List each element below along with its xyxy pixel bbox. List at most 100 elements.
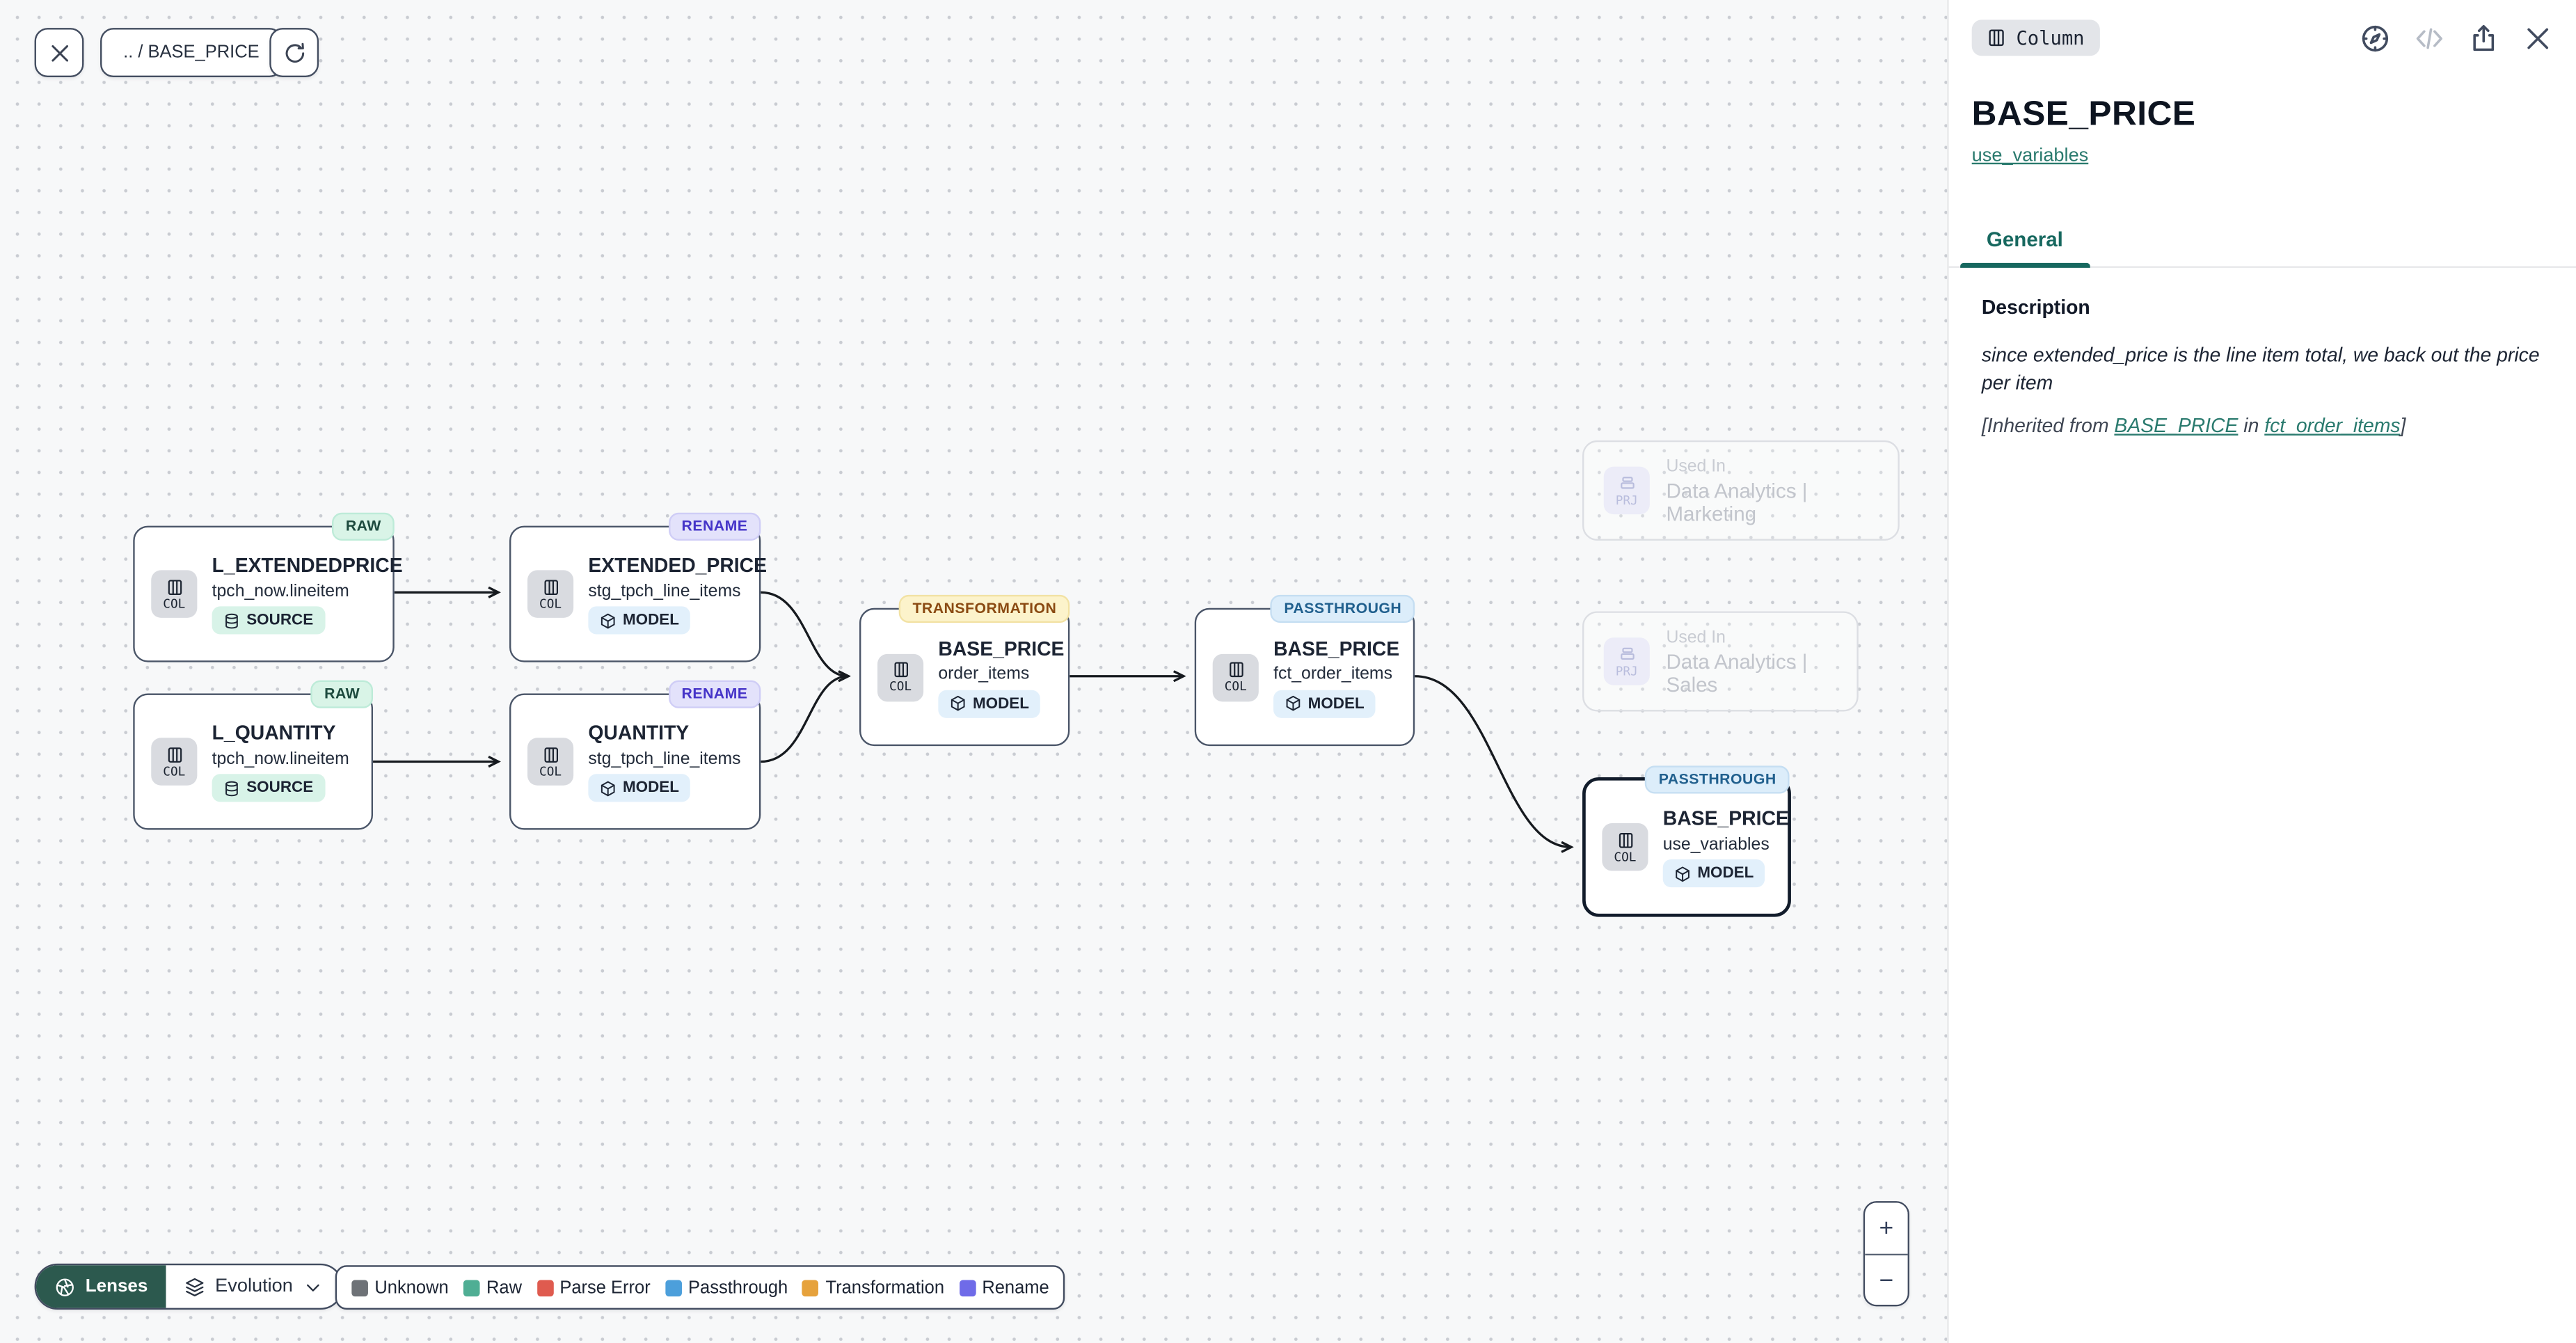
breadcrumb[interactable]: .. / BASE_PRICE — [100, 28, 283, 77]
column-type-box: COL — [527, 570, 574, 618]
close-icon — [51, 44, 67, 61]
column-type-box: COL — [1212, 653, 1259, 701]
lineage-node-base-price-use-variables[interactable]: PASSTHROUGH COL BASE_PRICE use_variables… — [1582, 765, 1791, 917]
column-type-box: COL — [527, 738, 574, 786]
type-label: PRJ — [1615, 662, 1638, 678]
legend-swatch — [802, 1279, 820, 1296]
model-chip: MODEL — [1273, 689, 1376, 717]
chip-label: MODEL — [622, 779, 679, 797]
lineage-node-extended-price[interactable]: RENAME COL EXTENDED_PRICE stg_tpch_line_… — [509, 511, 767, 662]
columns-icon — [167, 579, 182, 594]
lens-badge: RAW — [332, 511, 395, 540]
inherited-prefix: [Inherited from — [1981, 414, 2115, 438]
column-type-box: COL — [151, 570, 198, 618]
entity-type-label: Column — [2016, 26, 2085, 49]
lens-badge: RENAME — [668, 511, 761, 540]
legend-item-transformation: Transformation — [802, 1278, 944, 1297]
node-title: BASE_PRICE — [1273, 637, 1400, 660]
share-button[interactable] — [2466, 22, 2499, 54]
zoom-out-button[interactable]: − — [1865, 1253, 1908, 1305]
lineage-node-l-extendedprice[interactable]: RAW COL L_EXTENDEDPRICE tpch_now.lineite… — [133, 511, 403, 662]
columns-icon — [1229, 662, 1243, 678]
columns-icon — [543, 747, 557, 762]
database-icon — [225, 780, 238, 796]
compass-icon — [2361, 24, 2387, 51]
lens-badge: PASSTHROUGH — [1271, 594, 1415, 622]
view-code-button[interactable] — [2412, 22, 2445, 54]
model-link[interactable]: use_variables — [1971, 146, 2089, 166]
panel-title: BASE_PRICE — [1971, 95, 2196, 134]
column-type-box: COL — [151, 738, 198, 786]
legend-swatch — [351, 1279, 368, 1296]
lens-dropdown[interactable]: Evolution — [166, 1265, 342, 1308]
node-subtitle: stg_tpch_line_items — [588, 748, 741, 768]
columns-icon — [1989, 29, 2004, 47]
aperture-icon — [56, 1278, 74, 1296]
lenses-control: Lenses Evolution — [34, 1263, 344, 1310]
used-in-label: Used In — [1666, 626, 1726, 647]
zoom-in-button[interactable]: + — [1865, 1202, 1908, 1254]
node-title: L_QUANTITY — [212, 721, 336, 745]
explore-button[interactable] — [2358, 22, 2391, 54]
inherited-column-link[interactable]: BASE_PRICE — [2114, 414, 2239, 438]
columns-icon — [543, 579, 557, 594]
node-title: L_EXTENDEDPRICE — [212, 553, 403, 577]
chip-label: SOURCE — [246, 779, 314, 797]
column-type-box: COL — [1602, 823, 1648, 871]
legend-item-passthrough: Passthrough — [665, 1278, 788, 1297]
model-chip: MODEL — [588, 774, 691, 802]
type-label: COL — [1224, 678, 1247, 694]
type-label: COL — [539, 596, 562, 611]
columns-icon — [167, 747, 182, 762]
lineage-node-base-price-fct-order-items[interactable]: PASSTHROUGH COL BASE_PRICE fct_order_ite… — [1194, 594, 1415, 747]
type-label: PRJ — [1615, 492, 1638, 507]
legend-swatch — [463, 1279, 480, 1296]
columns-icon — [1618, 832, 1632, 848]
used-in-node-sales[interactable]: PRJ Used In Data Analytics | Sales — [1582, 611, 1859, 712]
description-inherited: [Inherited from BASE_PRICE in fct_order_… — [1982, 414, 2544, 437]
node-subtitle: tpch_now.lineitem — [212, 580, 349, 601]
legend-swatch — [665, 1279, 682, 1296]
refresh-button[interactable] — [269, 28, 319, 77]
tab-general[interactable]: General — [1960, 215, 2090, 268]
columns-icon — [893, 662, 907, 678]
legend-item-parse-error: Parse Error — [536, 1278, 651, 1297]
source-chip: SOURCE — [212, 774, 325, 802]
close-lineage-button[interactable] — [34, 28, 84, 77]
type-label: COL — [889, 678, 912, 694]
lens-badge: RENAME — [668, 679, 761, 708]
close-icon — [2527, 27, 2547, 49]
lineage-node-base-price-order-items[interactable]: TRANSFORMATION COL BASE_PRICE order_item… — [859, 594, 1070, 747]
chip-label: MODEL — [622, 611, 679, 630]
model-chip: MODEL — [938, 689, 1041, 717]
node-subtitle: order_items — [938, 664, 1030, 684]
node-title: QUANTITY — [588, 721, 690, 745]
close-panel-button[interactable] — [2520, 22, 2553, 54]
node-subtitle: fct_order_items — [1273, 664, 1392, 684]
lenses-button[interactable]: Lenses — [35, 1265, 166, 1308]
lens-badge: PASSTHROUGH — [1645, 765, 1790, 793]
type-label: COL — [1614, 848, 1637, 864]
lens-legend: Unknown Raw Parse Error Passthrough Tran… — [335, 1265, 1066, 1310]
chip-label: MODEL — [1307, 694, 1365, 713]
node-title: BASE_PRICE — [1662, 806, 1789, 830]
used-in-name: Data Analytics | Sales — [1666, 649, 1808, 697]
used-in-label: Used In — [1666, 456, 1726, 476]
lineage-node-quantity[interactable]: RENAME COL QUANTITY stg_tpch_line_items … — [509, 679, 761, 830]
node-subtitle: stg_tpch_line_items — [588, 580, 741, 601]
refresh-icon — [285, 42, 303, 62]
node-subtitle: tpch_now.lineitem — [212, 748, 349, 768]
edge-extendedprice-baseprice — [761, 591, 848, 676]
cube-icon — [601, 612, 615, 628]
code-icon — [2415, 27, 2442, 49]
legend-swatch — [959, 1279, 976, 1296]
lens-badge: RAW — [311, 679, 374, 708]
lineage-node-l-quantity[interactable]: RAW COL L_QUANTITY tpch_now.lineitem SOU… — [133, 679, 374, 830]
project-stack-icon — [1620, 646, 1634, 659]
used-in-node-marketing[interactable]: PRJ Used In Data Analytics | Marketing — [1582, 440, 1900, 541]
inherited-model-link[interactable]: fct_order_items — [2264, 414, 2401, 438]
lineage-canvas[interactable]: .. / BASE_PRICE RAW COL L_EXTENDEDPRICE … — [0, 0, 1949, 1343]
chip-label: MODEL — [1697, 864, 1754, 883]
panel-tabs: General — [1948, 215, 2576, 268]
